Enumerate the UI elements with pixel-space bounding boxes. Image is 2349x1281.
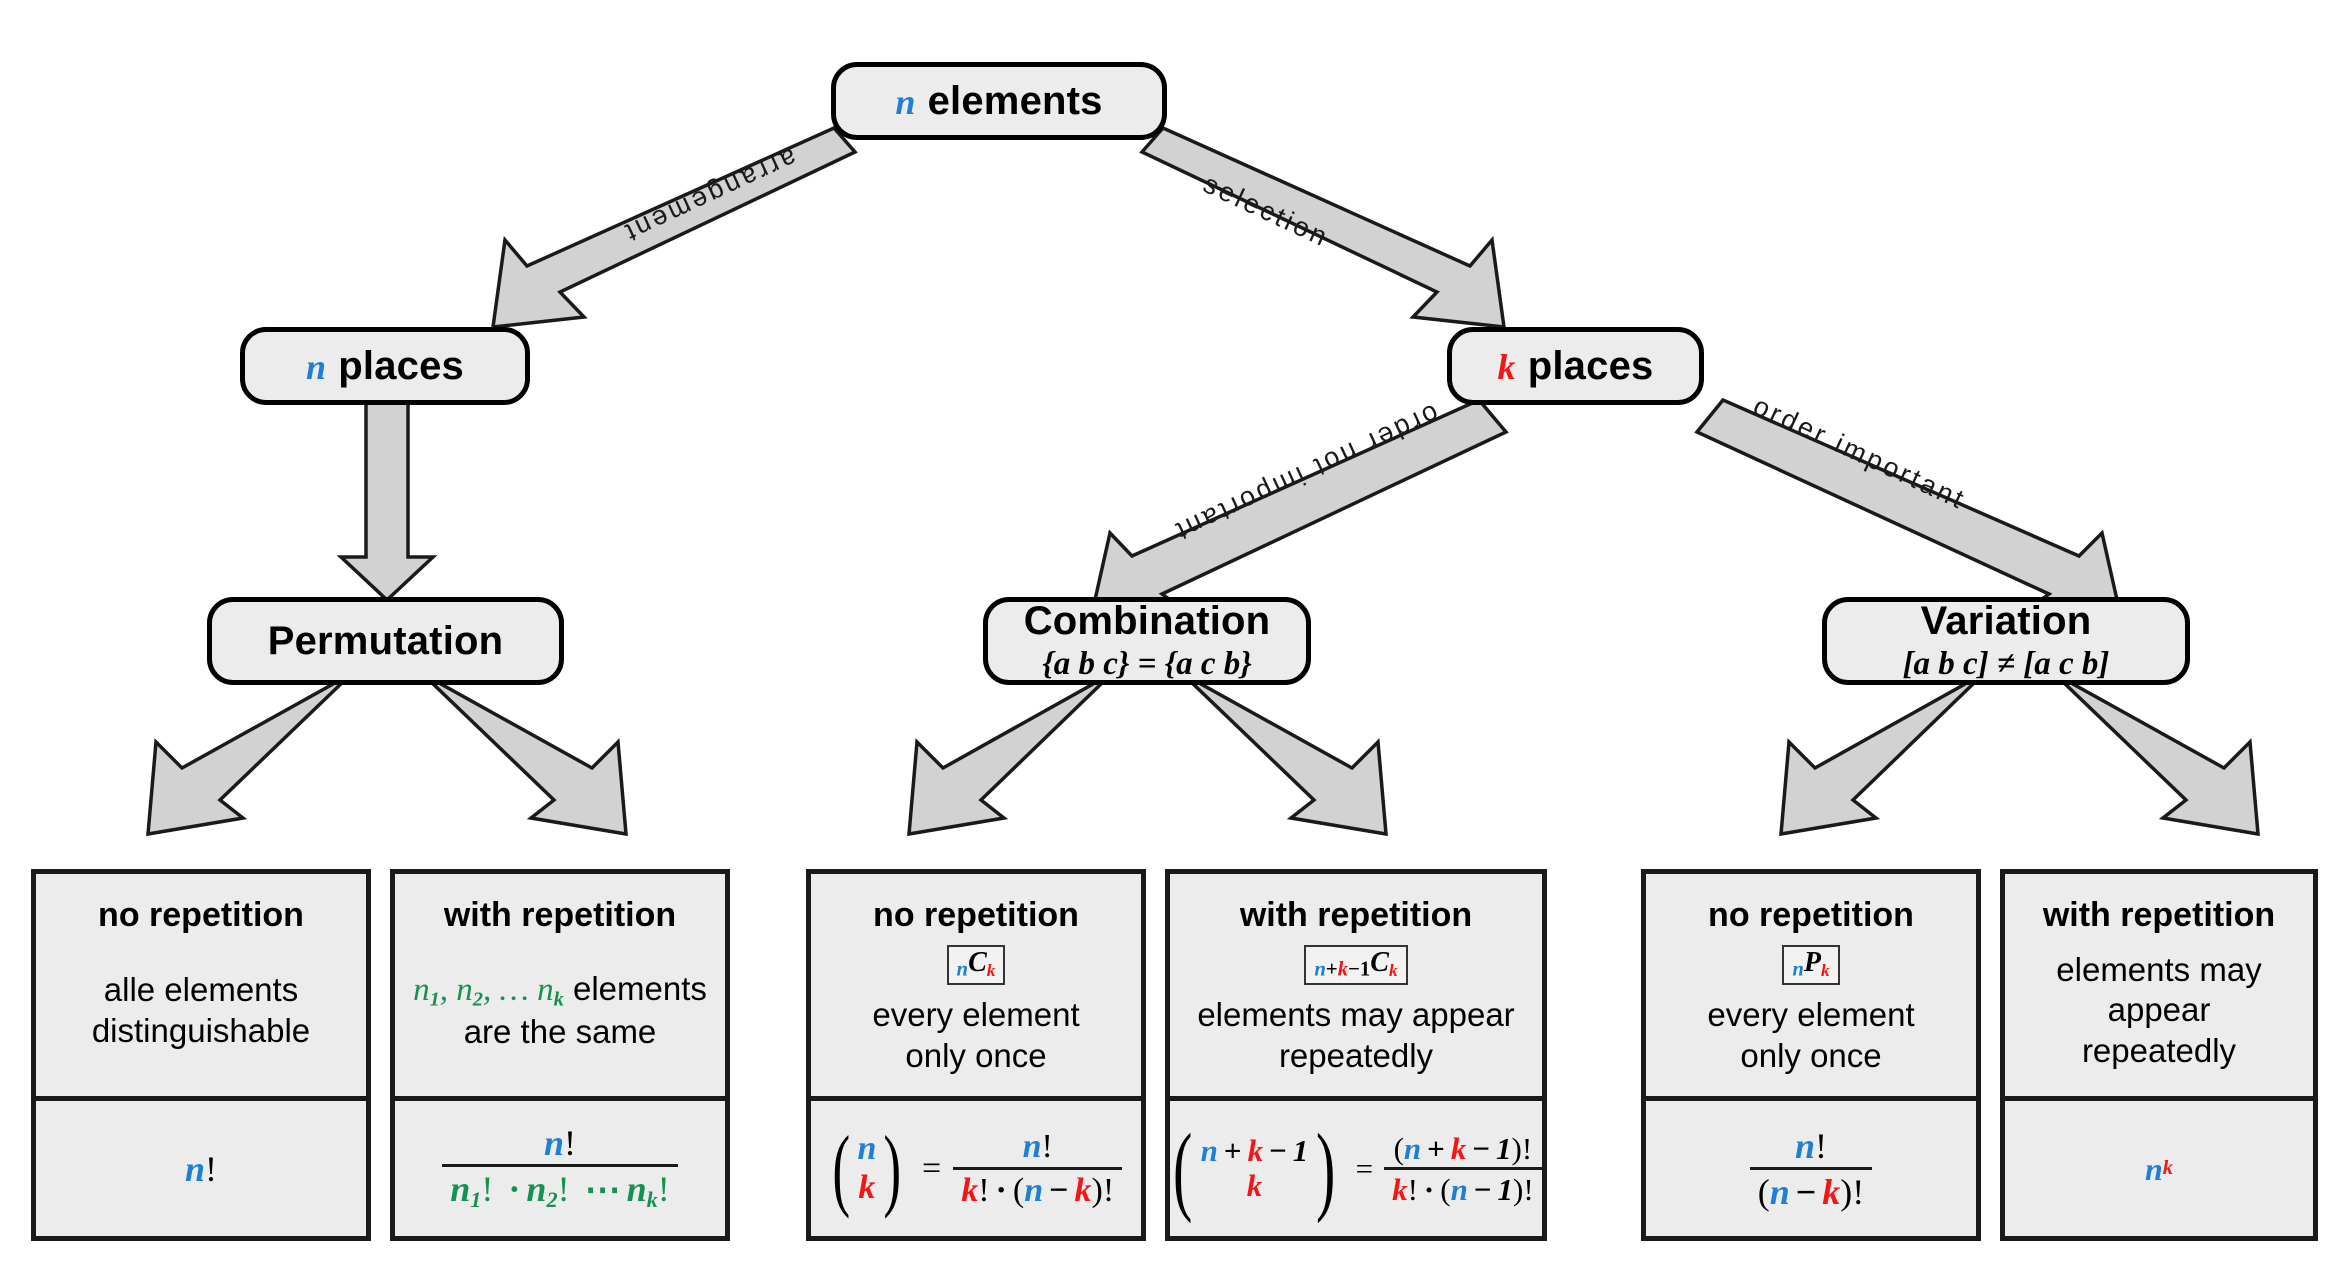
node-combination-sublabel: {a b c} = {a c b} bbox=[1042, 645, 1252, 682]
var-n: n bbox=[306, 347, 327, 387]
edge-label-order-not-important: order not important bbox=[1169, 398, 1444, 548]
node-variation-label: Variation bbox=[1920, 598, 2092, 643]
node-permutation-label: Permutation bbox=[267, 619, 504, 663]
leaf-combination-with-repetition[interactable]: with repetition n+k−1Ck elements may app… bbox=[1165, 869, 1547, 1241]
leaf-description: elements may appear repeatedly bbox=[2056, 951, 2262, 1069]
symbol-n-plus-k-minus-1-C-k: n+k−1Ck bbox=[1304, 945, 1408, 986]
leaf-description: n1, n2, … nk elements are the same bbox=[413, 969, 707, 1051]
leaf-description: every element only once bbox=[872, 996, 1080, 1074]
leaf-permutation-with-repetition[interactable]: with repetition n1, n2, … nk elements ar… bbox=[390, 869, 730, 1241]
leaf-head: with repetition bbox=[2042, 896, 2276, 934]
leaf-upper: no repetition nCk every element only onc… bbox=[811, 874, 1141, 1101]
leaf-permutation-no-repetition[interactable]: no repetition alle elements distinguisha… bbox=[31, 869, 371, 1241]
node-variation[interactable]: Variation [a b c] ≠ [a c b] bbox=[1822, 597, 2190, 685]
leaf-upper: with repetition elements may appear repe… bbox=[2005, 874, 2313, 1101]
leaf-combination-no-repetition[interactable]: no repetition nCk every element only onc… bbox=[806, 869, 1146, 1241]
green-n-list: n1, n2, … nk bbox=[413, 971, 564, 1011]
leaf-description: elements may appear repeatedly bbox=[1197, 996, 1515, 1074]
arrow-order-not-important bbox=[1087, 397, 1509, 624]
arrow-n-places-permutation bbox=[336, 397, 438, 603]
node-combination-label: Combination bbox=[1023, 598, 1271, 643]
leaf-head: no repetition bbox=[98, 896, 304, 934]
leaf-formula: ( n+k−1 k ) = (n+k−1)! k!·(n−1)! bbox=[1170, 1101, 1542, 1236]
leaf-head: no repetition bbox=[873, 896, 1079, 934]
binomial-n-choose-k: ( n k ) bbox=[832, 1117, 902, 1220]
node-permutation[interactable]: Permutation bbox=[207, 597, 564, 685]
node-combination[interactable]: Combination {a b c} = {a c b} bbox=[983, 597, 1311, 685]
leaf-variation-with-repetition[interactable]: with repetition elements may appear repe… bbox=[2000, 869, 2318, 1241]
leaf-formula: n! bbox=[184, 1148, 218, 1189]
leaf-formula: n! (n−k)! bbox=[1646, 1101, 1976, 1236]
leaf-upper: with repetition n1, n2, … nk elements ar… bbox=[395, 874, 725, 1101]
symbol-nPk: nPk bbox=[1782, 945, 1840, 986]
leaf-formula: n! n1! ·n2! ⋯nk! bbox=[395, 1101, 725, 1236]
var-n: n bbox=[895, 82, 916, 122]
leaf-head: with repetition bbox=[443, 896, 677, 934]
leaf-upper: no repetition nPk every element only onc… bbox=[1646, 874, 1976, 1101]
leaf-head: with repetition bbox=[1239, 896, 1473, 934]
edge-label-selection: selection bbox=[1198, 168, 1335, 253]
edge-label-arrangement: arrangement bbox=[618, 142, 802, 250]
binomial-n-plus-k-minus-1-choose-k: ( n+k−1 k ) bbox=[1173, 1112, 1336, 1224]
leaf-description: alle elements distinguishable bbox=[91, 971, 311, 1049]
arrow-order-important bbox=[1694, 397, 2125, 624]
leaf-upper: no repetition alle elements distinguisha… bbox=[36, 874, 366, 1101]
leaf-variation-no-repetition[interactable]: no repetition nPk every element only onc… bbox=[1641, 869, 1981, 1241]
leaf-head: no repetition bbox=[1708, 896, 1914, 934]
leaf-formula: ( n k ) = n! k!·(n−k)! bbox=[811, 1101, 1141, 1236]
leaf-upper: with repetition n+k−1Ck elements may app… bbox=[1170, 874, 1542, 1101]
symbol-nCk: nCk bbox=[946, 945, 1006, 986]
var-k: k bbox=[1497, 347, 1516, 387]
node-variation-sublabel: [a b c] ≠ [a c b] bbox=[1902, 645, 2110, 682]
edge-label-order-important: order important bbox=[1748, 390, 1971, 516]
leaf-description: every element only once bbox=[1707, 996, 1915, 1074]
